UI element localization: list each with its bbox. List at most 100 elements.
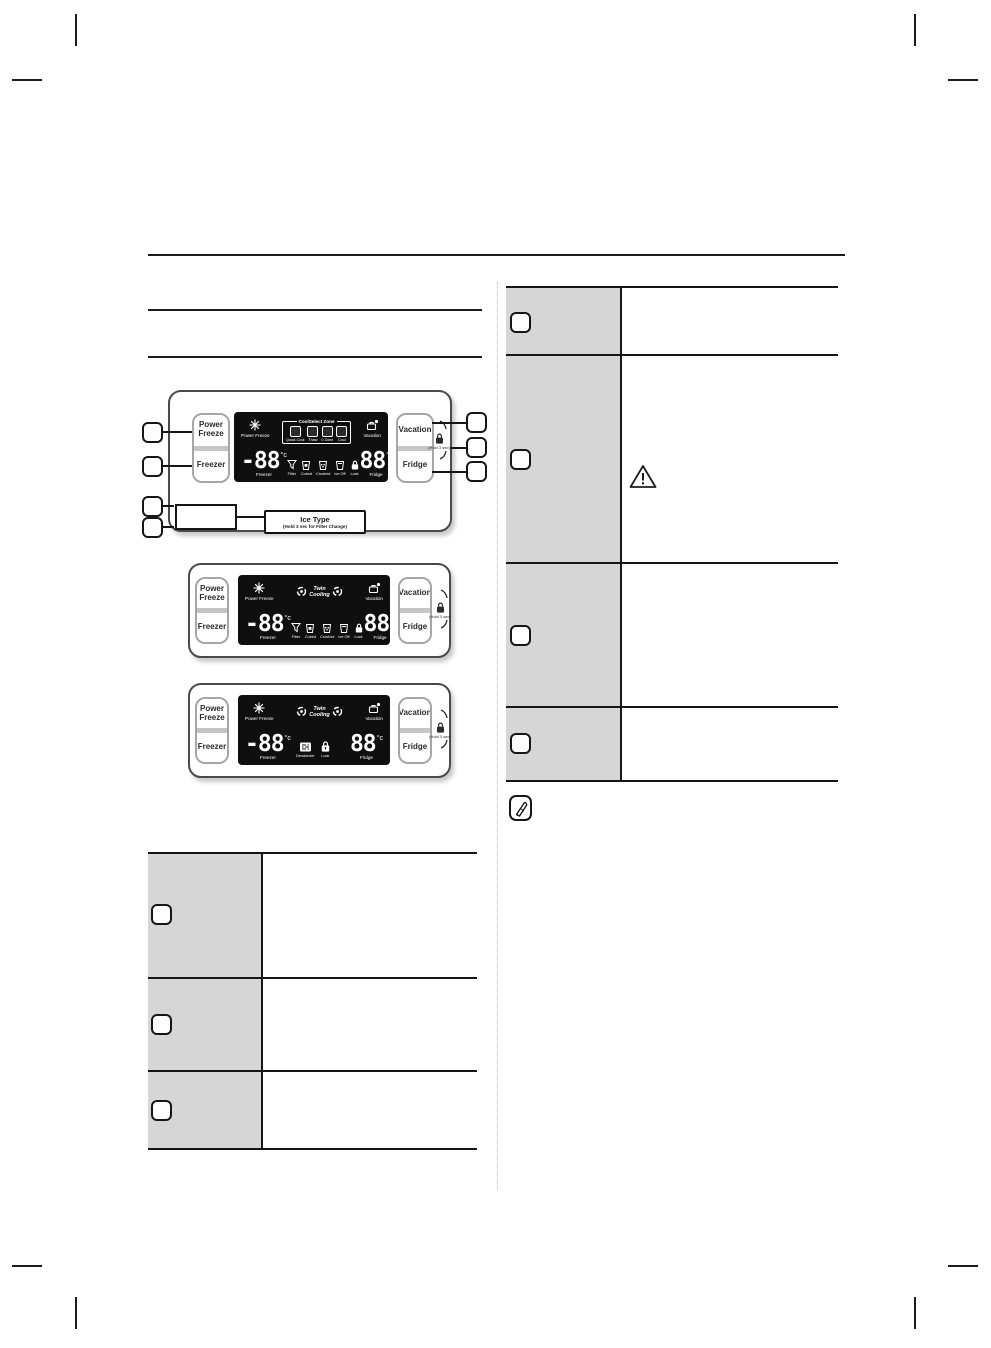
crushed-icon [319, 461, 328, 470]
zero-zone-indicator: 0 Zone [321, 426, 333, 442]
vacation-indicator: Vacation [363, 419, 381, 438]
right-button-group: Vacation Fridge [398, 697, 432, 764]
lock-icon [436, 602, 444, 613]
callout-box [510, 625, 531, 646]
vacation-button[interactable]: Vacation [398, 415, 432, 446]
snowflake-icon [253, 702, 265, 714]
cool-indicator: Cool [336, 426, 348, 442]
callout-box [466, 412, 487, 433]
crop-mark [948, 79, 978, 81]
cubed-icon [306, 624, 315, 633]
row-description-cell [622, 708, 838, 780]
control-panel-c: Power Freeze Freezer Power Freeze Twin C… [188, 683, 451, 778]
left-description-table [148, 852, 477, 1150]
vacation-icon [368, 702, 380, 714]
filter-icon [286, 460, 297, 470]
crop-mark [12, 79, 42, 81]
twin-cooling-indicator: Twin Cooling [296, 586, 342, 598]
power-freeze-button[interactable]: Power Freeze [194, 415, 228, 446]
row-number-cell [148, 979, 263, 1070]
callout-connector-box [175, 504, 237, 530]
freezer-button[interactable]: Freezer [197, 733, 227, 762]
callout-box [510, 733, 531, 754]
freezer-temp: -88 °c Freezer [245, 730, 291, 760]
twin-cooling-indicator: Twin Cooling [296, 706, 342, 718]
vacation-button[interactable]: Vacation [400, 699, 430, 728]
coolselect-zone-box: CoolSelect Zone Quick Cool Thaw 0 Zone [281, 418, 352, 444]
crop-mark [948, 1265, 978, 1267]
twin-cooling-icon [332, 586, 342, 597]
callout-box [151, 904, 172, 925]
callout-line [163, 505, 174, 507]
fridge-temp: 88 °c Fridge [359, 447, 393, 477]
cubed-icon [302, 461, 311, 470]
coolselect-zone-title: CoolSelect Zone [296, 418, 337, 424]
child-lock-hold-indicator: (Hold 3 sec) [428, 418, 450, 460]
table-row [506, 356, 838, 564]
lock-indicator: Lock [354, 622, 364, 639]
power-freeze-button[interactable]: Power Freeze [197, 699, 227, 728]
hold-arcs-icon [440, 709, 448, 749]
control-panel-a: Power Freeze Freezer Power Freeze CoolSe… [168, 390, 452, 534]
row-description-cell [263, 1072, 477, 1148]
left-button-group: Power Freeze Freezer [195, 577, 229, 644]
thaw-icon [307, 426, 319, 437]
fridge-temp: 88 °c Fridge [363, 610, 397, 640]
control-panel-b: Power Freeze Freezer Power Freeze Twin C… [188, 563, 451, 658]
vacation-indicator: Vacation [365, 582, 383, 601]
panel-display: Power Freeze Twin Cooling [238, 575, 397, 645]
lock-icon [321, 741, 329, 752]
fridge-button[interactable]: Fridge [400, 613, 430, 642]
callout-box [142, 422, 163, 443]
vacation-button[interactable]: Vacation [400, 579, 430, 608]
callout-box [466, 461, 487, 482]
snowflake-icon [253, 582, 265, 594]
table-row [148, 979, 477, 1072]
vacation-icon [366, 419, 378, 431]
fridge-temp: 88 °c Fridge [349, 730, 383, 760]
section-rule-1 [148, 309, 482, 311]
callout-box [142, 517, 163, 538]
section-rule-2 [148, 356, 482, 358]
fridge-button[interactable]: Fridge [400, 733, 430, 762]
power-freeze-indicator: Power Freeze [245, 702, 274, 721]
table-row [506, 288, 838, 356]
right-description-table [506, 286, 838, 782]
callout-box [151, 1100, 172, 1121]
crop-mark [75, 1297, 77, 1329]
ice-type-button[interactable]: Ice Type (Hold 3 sec for Filter Change) [264, 510, 366, 534]
table-row [506, 564, 838, 708]
callout-line [163, 431, 192, 433]
crushed-icon [323, 624, 332, 633]
filter-icon [290, 623, 301, 633]
crushed-indicator: Crushed [316, 459, 330, 476]
power-freeze-button[interactable]: Power Freeze [197, 579, 227, 608]
row-description-cell [263, 854, 477, 977]
twin-cooling-icon [332, 706, 342, 717]
quick-cool-icon [289, 426, 301, 437]
row-number-cell [506, 564, 622, 706]
vacation-indicator: Vacation [365, 702, 383, 721]
right-button-group: Vacation Fridge [398, 577, 432, 644]
fridge-button[interactable]: Fridge [398, 450, 432, 481]
child-lock-hold-indicator: (Hold 3 sec) [429, 587, 451, 629]
freezer-button[interactable]: Freezer [194, 450, 228, 481]
lock-icon [436, 722, 444, 733]
crop-mark [12, 1265, 42, 1267]
lock-icon [351, 460, 358, 470]
deodorizer-icon [299, 742, 311, 752]
crop-mark [914, 1297, 916, 1329]
cubed-indicator: Cubed [305, 622, 316, 639]
twin-cooling-label: Twin [313, 706, 326, 712]
deodorizer-indicator: Deodorizer [296, 741, 315, 758]
freezer-button[interactable]: Freezer [197, 613, 227, 642]
table-row [148, 854, 477, 979]
ice-off-indicator: Ice Off [334, 459, 346, 476]
right-button-group: Vacation Fridge [396, 413, 434, 483]
table-row [148, 1072, 477, 1150]
twin-cooling-label: Cooling [309, 592, 330, 599]
callout-line [163, 465, 192, 467]
snowflake-icon [249, 419, 261, 431]
twin-cooling-label: Twin [313, 586, 326, 592]
